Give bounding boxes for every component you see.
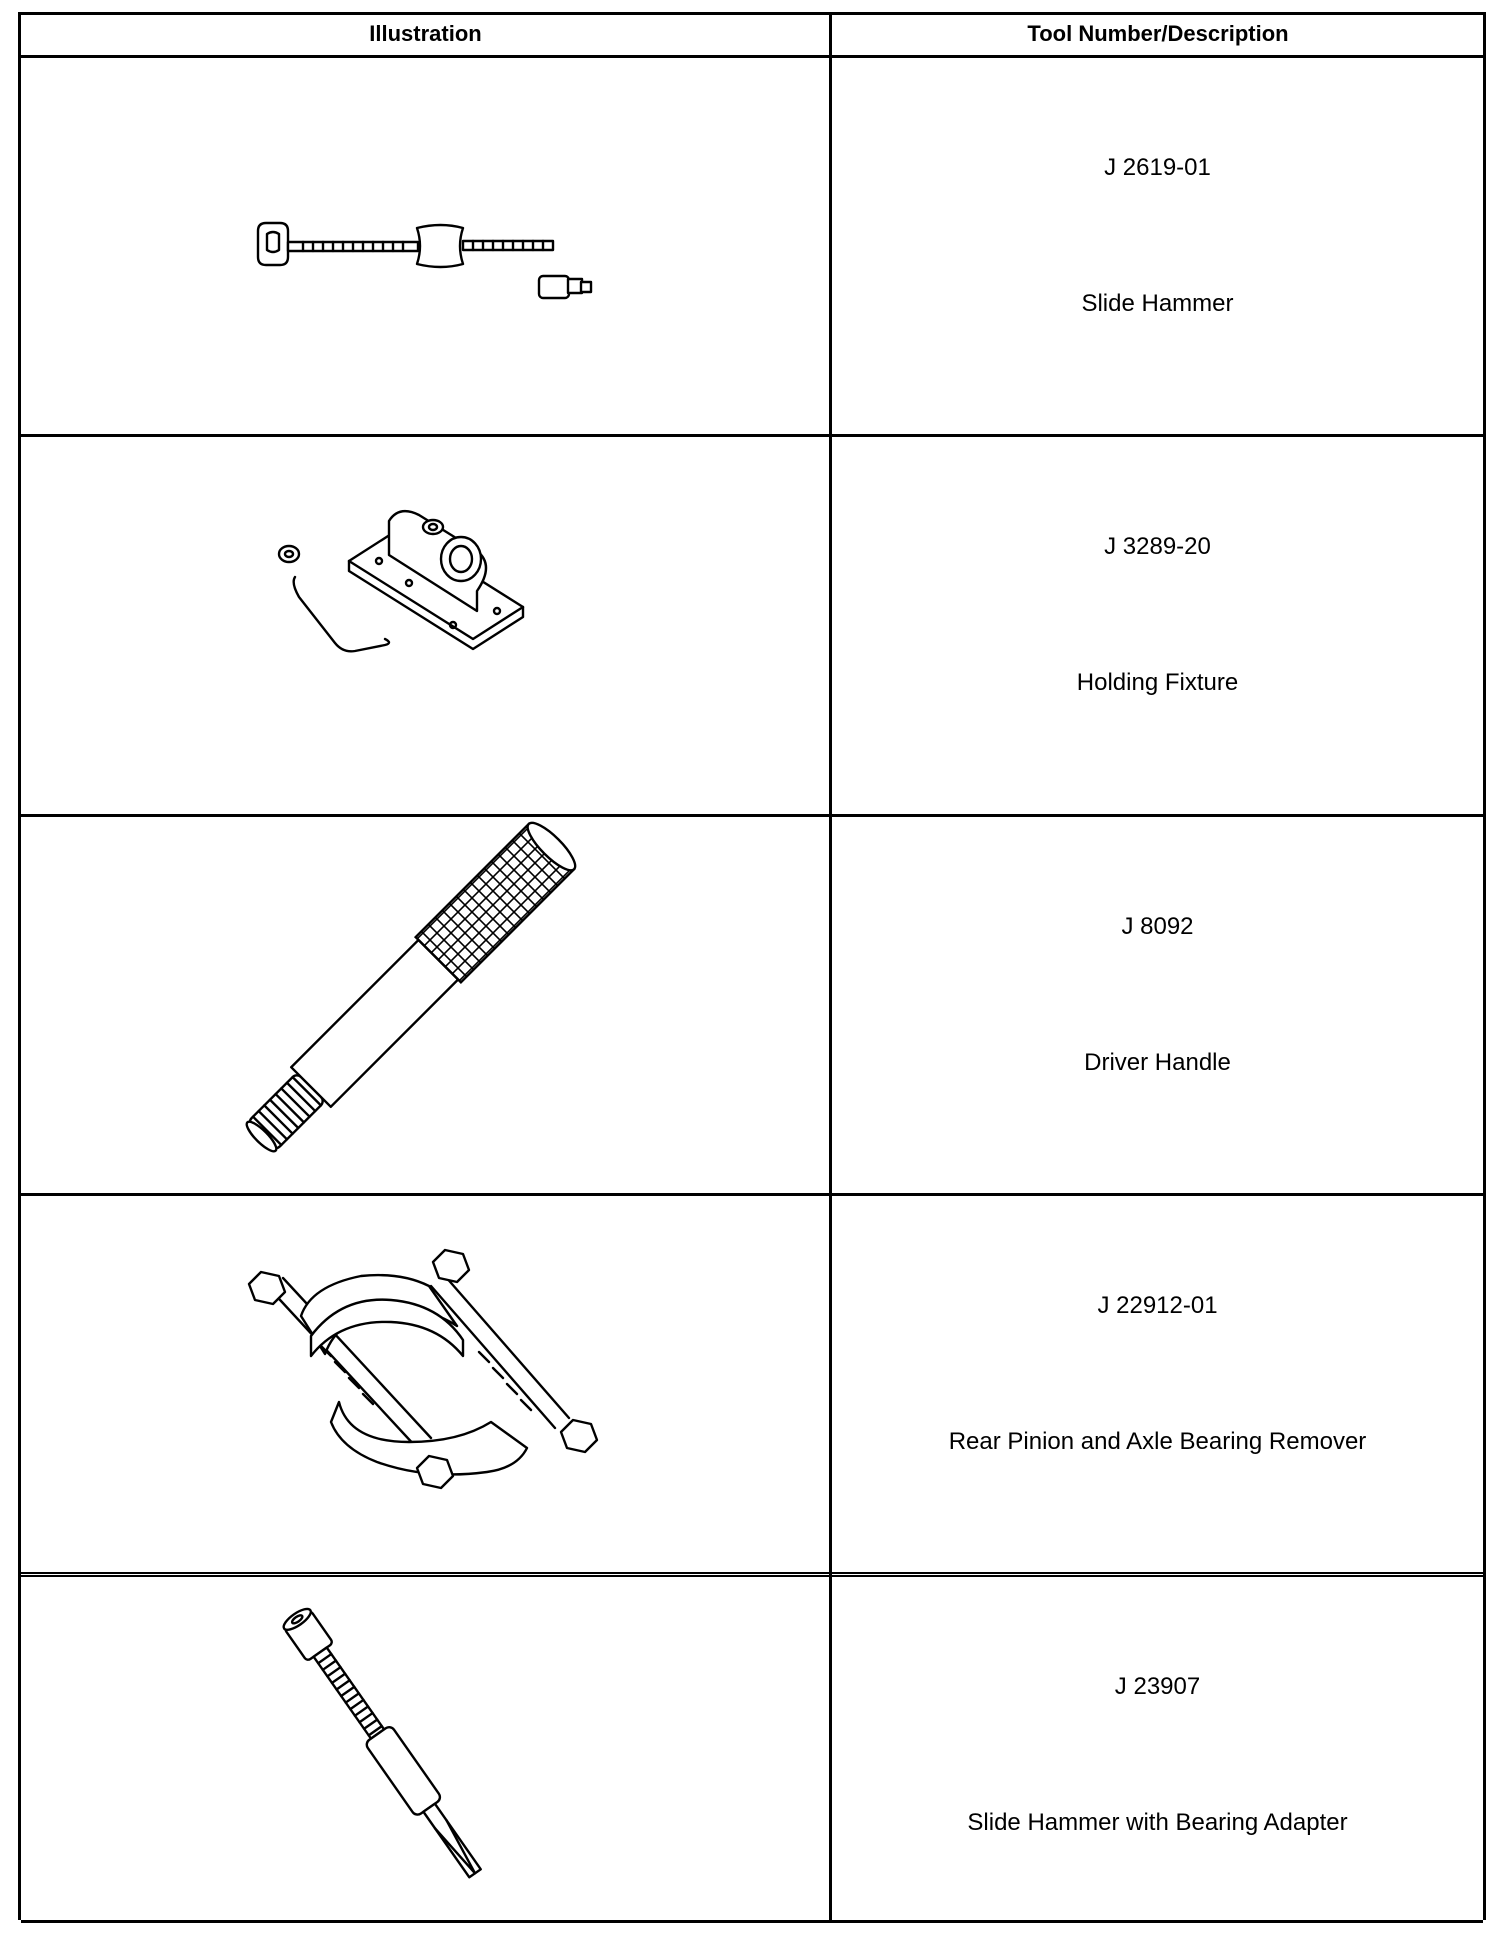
tool-number: J 22912-01 [1097,1292,1218,1319]
table-row: J 22912-01 Rear Pinion and Axle Bearing … [21,1196,1483,1577]
slide-hammer-adapter-illustration [21,1577,829,1920]
tool-name: Driver Handle [1084,1049,1231,1076]
table-row: J 2619-01 Slide Hammer [21,58,1483,437]
slide-hammer-illustration [21,58,829,434]
header-illustration: Illustration [369,21,482,46]
driver-handle-illustration [21,817,829,1193]
tools-table: Illustration Tool Number/Description J 2… [18,12,1486,1923]
tool-description: J 3289-20 Holding Fixture [832,437,1483,814]
holding-fixture-illustration [21,437,829,814]
tool-name: Holding Fixture [1076,669,1239,696]
table-header: Illustration Tool Number/Description [21,15,1483,58]
tool-name: Slide Hammer with Bearing Adapter [967,1809,1348,1836]
bearing-remover-illustration [21,1196,829,1572]
tool-name: Slide Hammer [1081,290,1234,317]
tool-description: J 22912-01 Rear Pinion and Axle Bearing … [832,1196,1483,1572]
tool-number: J 2619-01 [1104,154,1211,181]
column-divider [829,15,832,1920]
tool-description: J 2619-01 Slide Hammer [832,58,1483,434]
table-row: J 3289-20 Holding Fixture [21,437,1483,817]
tool-number: J 3289-20 [1104,533,1211,560]
header-tool: Tool Number/Description [1027,21,1289,46]
tool-description: J 23907 Slide Hammer with Bearing Adapte… [832,1577,1483,1920]
tool-description: J 8092 Driver Handle [832,817,1483,1193]
tool-number: J 23907 [1114,1673,1201,1700]
tool-number: J 8092 [1121,913,1194,940]
table-row: J 23907 Slide Hammer with Bearing Adapte… [21,1577,1483,1923]
table-row: J 8092 Driver Handle [21,817,1483,1196]
tool-name: Rear Pinion and Axle Bearing Remover [948,1428,1367,1455]
